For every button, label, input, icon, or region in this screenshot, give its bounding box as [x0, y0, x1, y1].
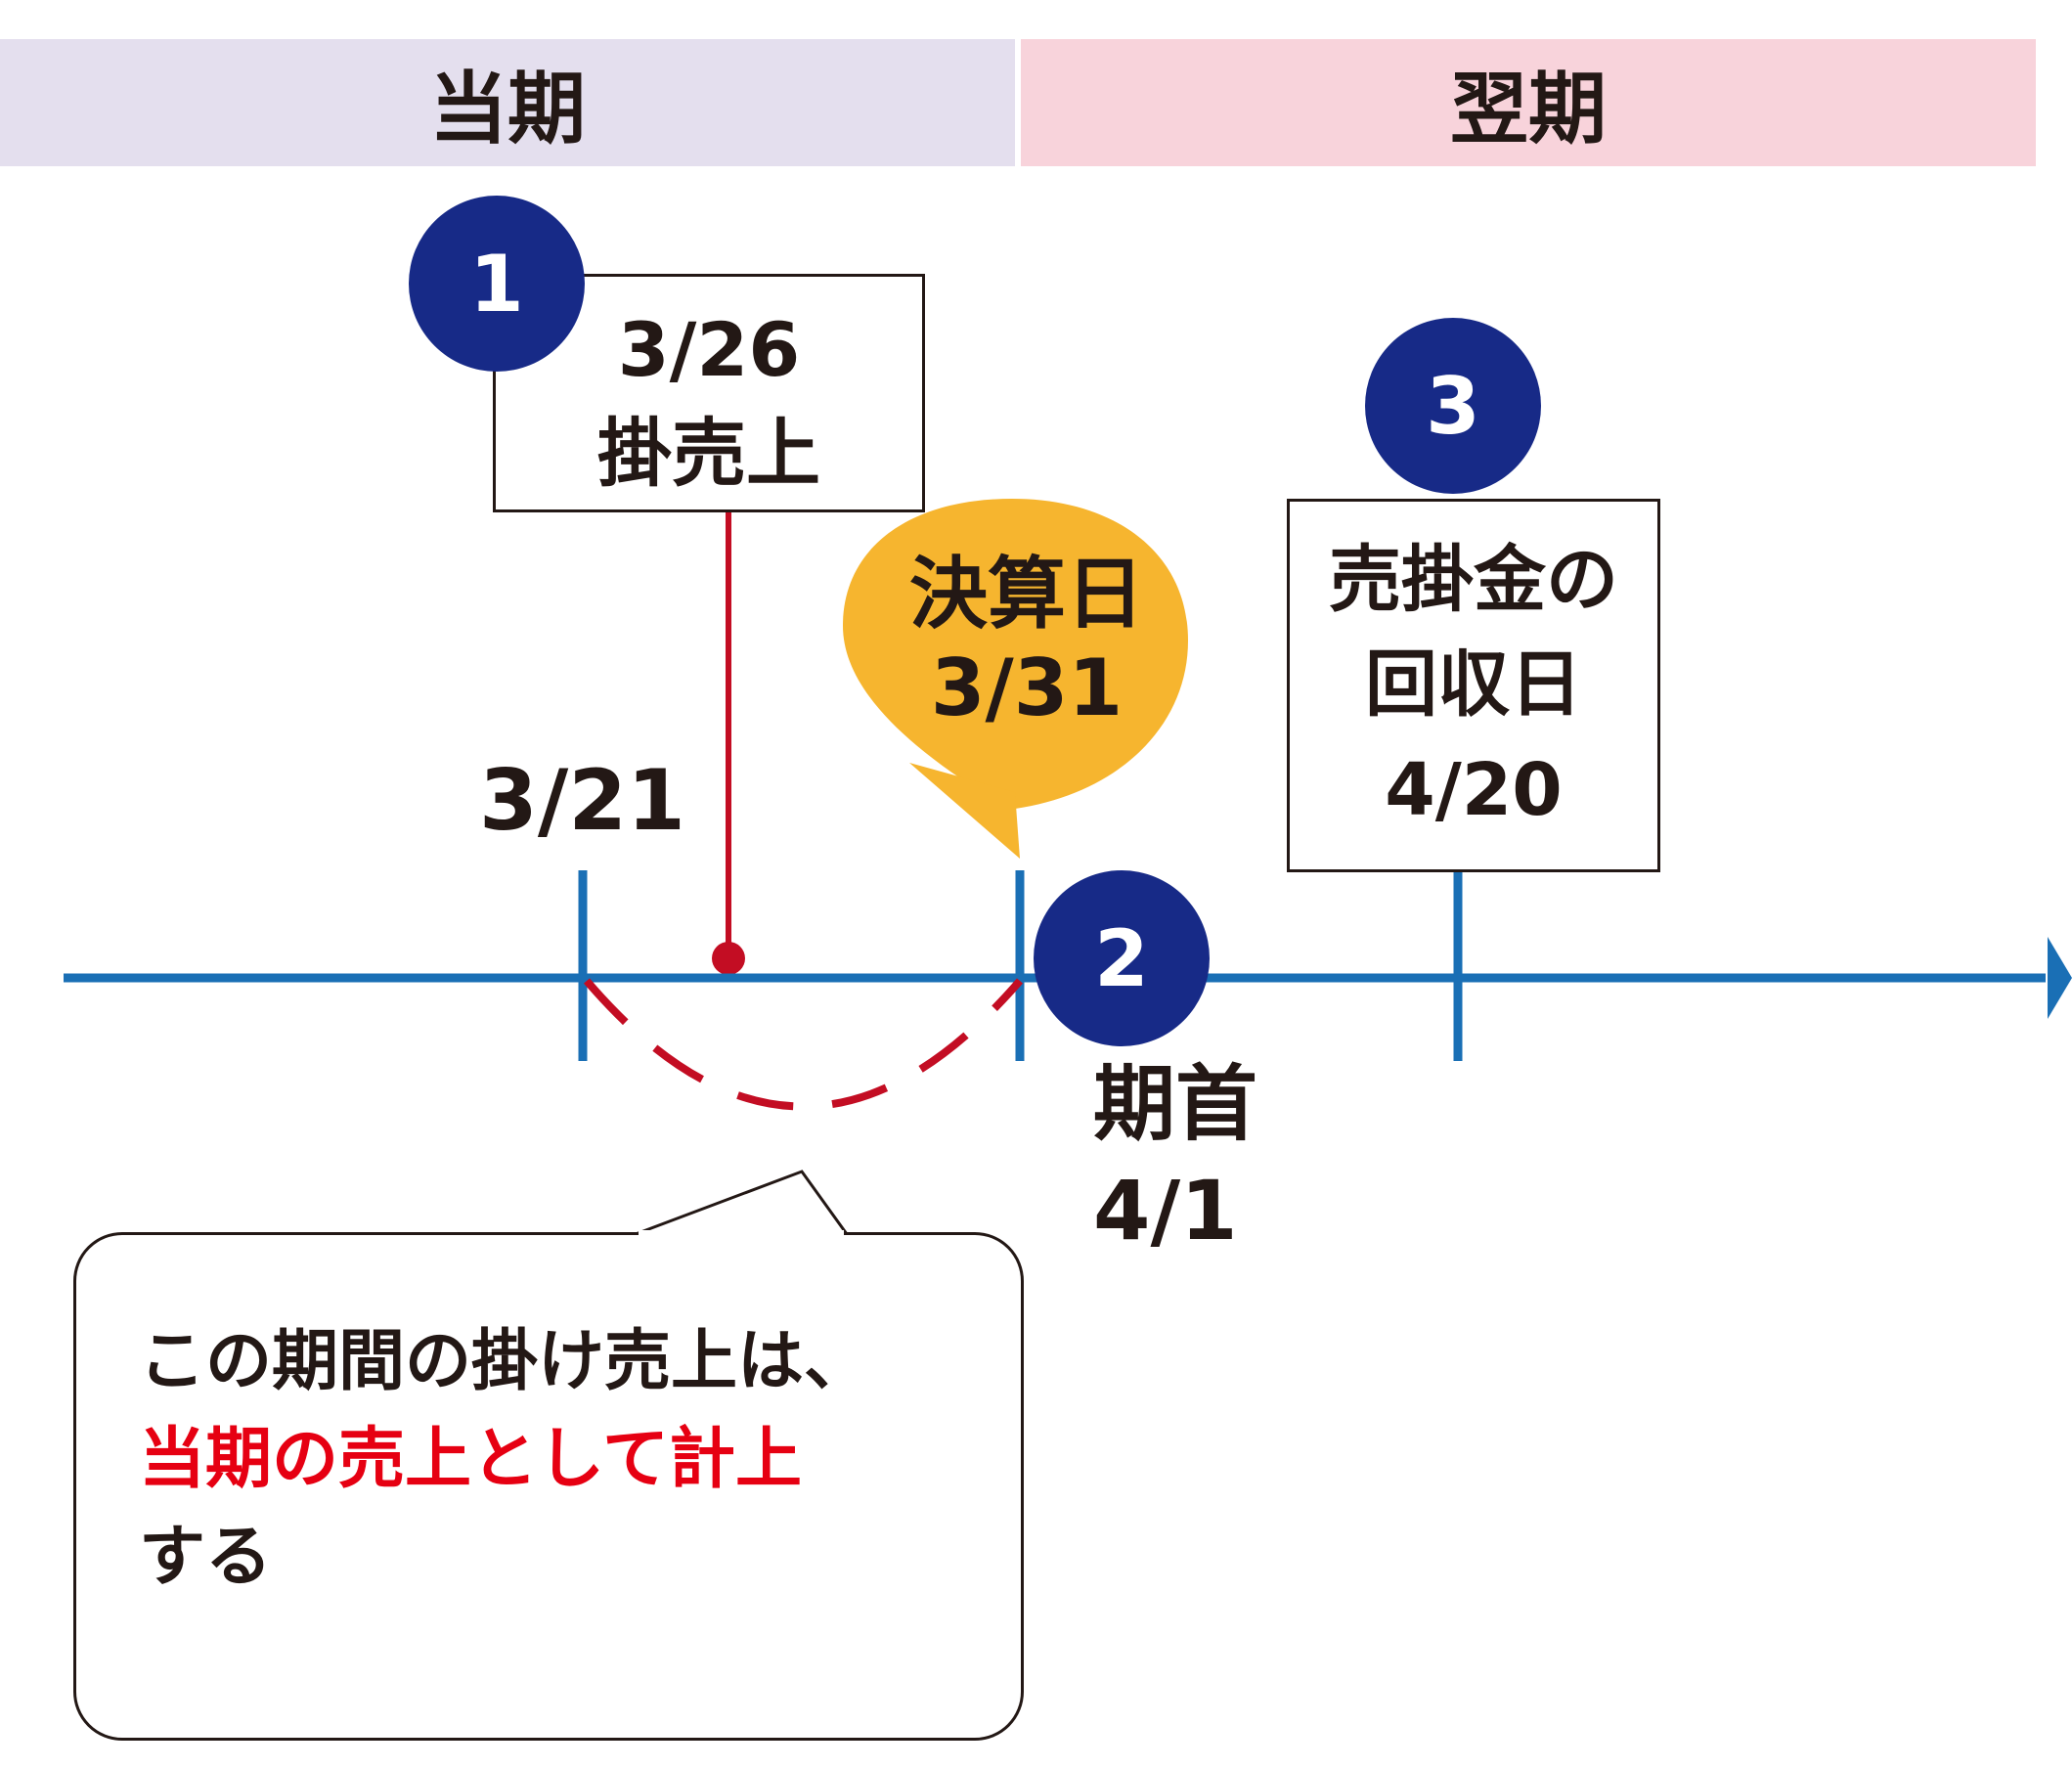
note-line-1: この期間の掛け売上は、	[139, 1323, 871, 1400]
closing-date-bubble-tail	[909, 763, 1020, 859]
fiscal-start-label: 期首 4/1	[1093, 1051, 1257, 1264]
collection-date-box: 売掛金の 回収日 4/20	[1287, 499, 1660, 872]
period-range-arc	[583, 978, 1024, 1111]
fiscal-start-date: 4/1	[1093, 1163, 1238, 1260]
closing-date-title: 決算日	[909, 549, 1144, 640]
next-period-band: 翌期	[1021, 39, 2036, 166]
marker-1-number: 1	[469, 238, 524, 330]
collection-date-label: 4/20	[1385, 747, 1563, 832]
fiscal-start-title: 期首	[1093, 1056, 1258, 1152]
note-line-3: する	[139, 1519, 273, 1596]
marker-2-circle: 2	[1034, 870, 1210, 1046]
timeline-arrowhead	[2048, 937, 2072, 1019]
next-period-label: 翌期	[1450, 64, 1607, 155]
closing-date-bubble	[843, 499, 1188, 859]
note-line-2-highlight: 当期の売上として計上	[139, 1421, 802, 1498]
sale-point-dot	[712, 942, 745, 975]
marker-3-number: 3	[1426, 360, 1480, 452]
collection-label-line1: 売掛金の	[1329, 538, 1618, 623]
current-period-label: 当期	[429, 64, 586, 155]
closing-date-text: 決算日 3/31	[880, 548, 1173, 735]
sale-type-label: 掛売上	[597, 409, 820, 497]
marker-3-circle: 3	[1365, 318, 1541, 494]
collection-label-line2: 回収日	[1365, 642, 1582, 728]
current-period-band: 当期	[0, 39, 1015, 166]
marker-1-circle: 1	[409, 196, 585, 372]
note-callout-pointer	[635, 1170, 849, 1236]
start-date-label: 3/21	[479, 752, 685, 850]
closing-date-value: 3/31	[930, 642, 1124, 733]
note-callout-box: この期間の掛け売上は、 当期の売上として計上 する	[73, 1232, 1024, 1741]
sale-date-label: 3/26	[617, 305, 801, 393]
note-callout-pointer-gap	[639, 1230, 844, 1236]
marker-2-number: 2	[1094, 912, 1149, 1004]
